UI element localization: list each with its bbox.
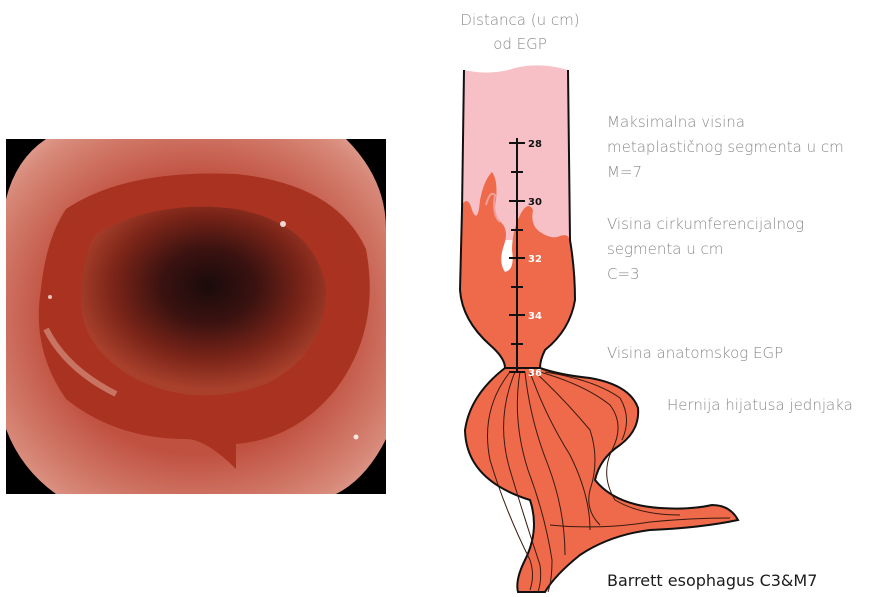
- diagram-caption: Barrett esophagus C3&M7: [607, 571, 817, 590]
- circ-height-label: Visina cirkumferencijalnog segmenta u cm…: [607, 212, 804, 287]
- max-height-line2: metaplastičnog segmenta u cm: [607, 135, 844, 160]
- tick-label-28: 28: [528, 139, 542, 150]
- tick-label-36: 36: [528, 368, 542, 379]
- max-height-line3: M=7: [607, 160, 844, 185]
- tick-label-32: 32: [528, 254, 542, 265]
- hernia-label: Hernija hijatusa jednjaka: [667, 393, 853, 418]
- egp-label: Visina anatomskog EGP: [607, 341, 783, 366]
- max-height-line1: Maksimalna visina: [607, 110, 844, 135]
- distance-header: Distanca (u cm) od EGP: [430, 8, 610, 56]
- tick-label-34: 34: [528, 311, 542, 322]
- circ-height-line2: segmenta u cm: [607, 237, 804, 262]
- max-height-label: Maksimalna visina metaplastičnog segment…: [607, 110, 844, 185]
- circ-height-line1: Visina cirkumferencijalnog: [607, 212, 804, 237]
- distance-header-line1: Distanca (u cm): [430, 8, 610, 32]
- circ-height-line3: C=3: [607, 262, 804, 287]
- tick-label-30: 30: [528, 197, 542, 208]
- endoscopy-image: [6, 139, 386, 494]
- distance-header-line2: od EGP: [430, 32, 610, 56]
